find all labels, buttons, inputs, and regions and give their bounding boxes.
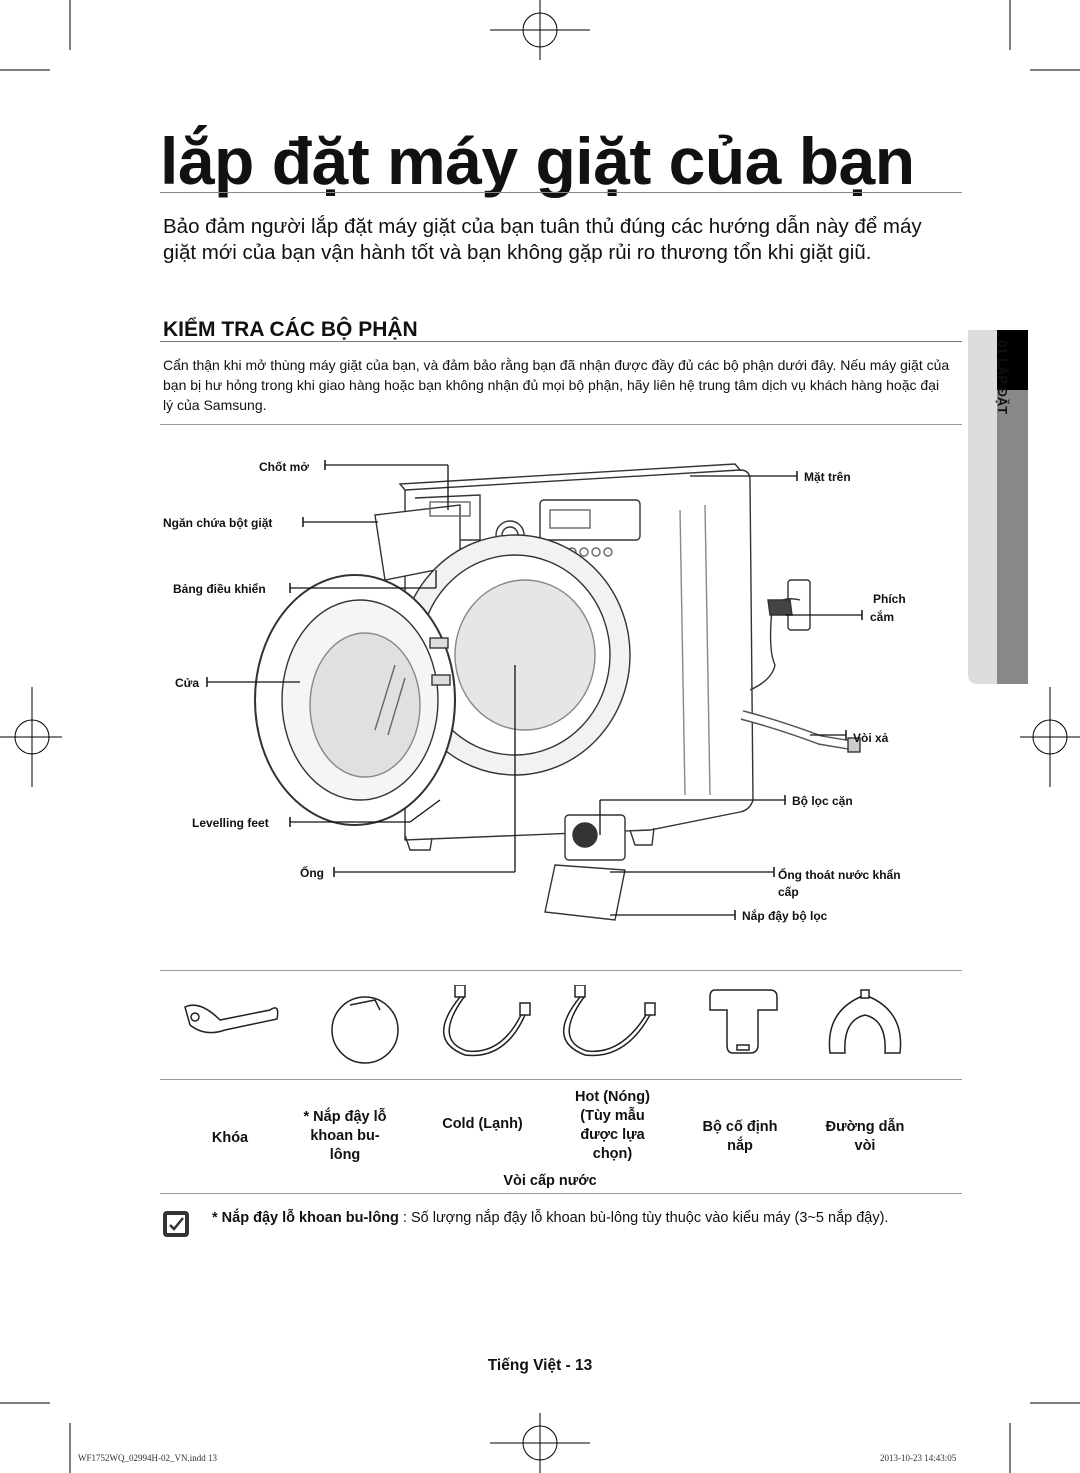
caption-cap-holder-line2: nắp [727,1138,753,1154]
label-debris-filter: Bộ lọc cặn [792,794,853,808]
caption-cap-holder-line1: Bộ cố định [702,1119,778,1135]
label-detergent-drawer: Ngăn chứa bột giặt [163,516,273,530]
label-tub: Ống [300,866,324,880]
hose-guide-icon [828,989,902,1054]
wrench-icon [184,1004,279,1034]
label-plug-line2: cắm [870,610,895,624]
label-emergency-drain-line1: Ống thoát nước khẩn [778,868,901,882]
label-filter-cover: Nắp đậy bộ lọc [742,909,828,923]
cap-holder-icon [709,989,778,1054]
note-text: * Nắp đậy lỗ khoan bu-lông : Số lượng nắ… [212,1208,942,1228]
label-levelling-feet: Levelling feet [192,816,269,830]
intro-paragraph: Bảo đảm người lắp đặt máy giặt của bạn t… [163,215,922,264]
caption-hot-hose-line1: Hot (Nóng) [575,1089,650,1105]
caption-hot-hose-line4: chọn) [592,1146,633,1162]
print-file-info: WF1752WQ_02994H-02_VN.indd 13 [78,1453,217,1463]
note-icon [163,1211,189,1237]
cold-hose-icon [443,985,531,1057]
label-emergency-drain-line2: cấp [778,885,799,899]
label-plug-line1: Phích [873,592,906,606]
label-control-panel: Bảng điều khiển [173,582,266,596]
page-title: lắp đặt máy giặt của bạn [160,124,915,198]
bolt-cap-icon [331,996,399,1064]
accessory-icons [184,985,902,1064]
label-top-panel: Mặt trên [804,470,851,484]
accessories-mid-rule [160,1079,962,1080]
caption-water-supply: Vòi cấp nước [503,1173,597,1189]
label-door: Cửa [175,676,200,690]
section-heading: KIỂM TRA CÁC BỘ PHẬN [163,318,418,341]
caption-bolt-caps-line3: lông [329,1147,361,1163]
title-divider [160,192,962,193]
label-drain-hose: Vòi xả [853,731,889,745]
section-divider [160,341,962,342]
section-paragraph: Cẩn thận khi mở thùng máy giặt của bạn, … [163,357,950,413]
caption-wrench: Khóa [211,1130,249,1146]
accessories-bottom-rule [160,1193,962,1194]
caption-hot-hose-line3: được lựa [580,1127,645,1143]
note-body: : Số lượng nắp đậy lỗ khoan bù-lông tùy … [398,1210,889,1226]
page-footer: Tiếng Việt - 13 [487,1357,593,1374]
caption-hose-guide-line1: Đường dẫn [825,1119,905,1135]
accessories-top-rule [160,970,962,971]
caption-bolt-caps-line2: khoan bu- [310,1128,380,1144]
caption-hose-guide-line2: vòi [854,1138,876,1154]
chapter-side-tab-label: 01 LẮP ĐẶT [995,340,1010,415]
caption-cold-hose: Cold (Lạnh) [442,1116,523,1132]
washer-illustration [254,463,861,921]
hot-hose-icon [563,985,656,1057]
paragraph-divider [160,424,962,425]
caption-hot-hose-line2: (Tùy mẫu [580,1108,645,1124]
print-date-info: 2013-10-23 14:43:05 [880,1453,957,1463]
note-bold: * Nắp đậy lỗ khoan bu-lông [212,1210,399,1226]
caption-bolt-caps-line1: * Nắp đậy lỗ [303,1109,387,1125]
label-latch: Chốt mở [259,460,309,474]
chapter-side-tab: 01 LẮP ĐẶT [968,330,1028,684]
